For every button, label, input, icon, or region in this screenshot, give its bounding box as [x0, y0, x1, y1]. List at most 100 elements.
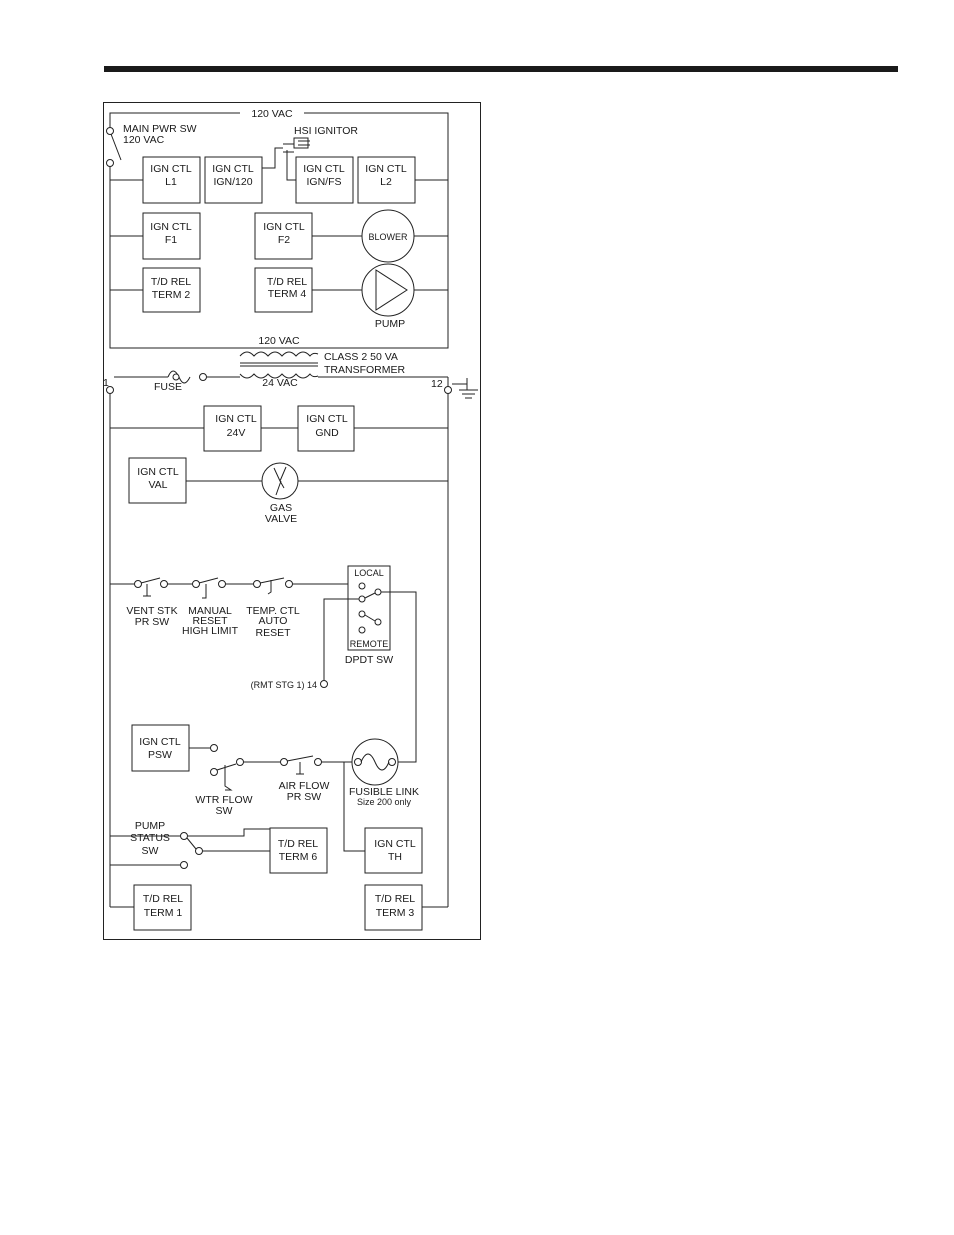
svg-text:VALVE: VALVE — [265, 513, 297, 525]
ign-ctl-ignfs-box: IGN CTL IGN/FS — [295, 156, 354, 204]
svg-text:L2: L2 — [380, 176, 392, 188]
secondary-coil-icon — [239, 373, 319, 379]
ign-ctl-psw-box: IGN CTL PSW — [131, 724, 190, 772]
svg-text:STATUS: STATUS — [130, 832, 170, 844]
svg-text:HIGH LIMIT: HIGH LIMIT — [182, 625, 239, 637]
high-voltage-section: 120 VAC MAIN PWR SW 120 VAC HSI IGNITOR … — [106, 108, 449, 349]
transformer: 120 VAC 24 VAC CLASS 2 50 VA TRANSFORMER — [239, 335, 406, 389]
svg-text:IGN CTL: IGN CTL — [215, 413, 257, 425]
svg-text:SW: SW — [142, 845, 159, 857]
svg-text:IGN CTL: IGN CTL — [263, 221, 305, 233]
svg-text:IGN CTL: IGN CTL — [139, 736, 181, 748]
svg-text:FUSIBLE LINK: FUSIBLE LINK — [349, 786, 419, 798]
svg-text:IGN CTL: IGN CTL — [303, 163, 345, 175]
svg-text:TERM 3: TERM 3 — [376, 907, 415, 919]
blower-motor: BLOWER — [361, 209, 415, 263]
svg-text:F1: F1 — [165, 234, 177, 246]
svg-text:24V: 24V — [227, 427, 246, 439]
pump-motor: PUMP — [361, 263, 415, 330]
svg-text:PUMP: PUMP — [375, 318, 405, 330]
svg-text:TERM 4: TERM 4 — [268, 288, 307, 300]
dpdt-local-remote-switch: LOCAL REMOTE DPDT SW — [345, 565, 393, 666]
remote-stage-terminal — [320, 680, 328, 688]
svg-text:LOCAL: LOCAL — [354, 568, 384, 578]
svg-text:T/D REL: T/D REL — [375, 893, 415, 905]
svg-text:TERM 1: TERM 1 — [144, 907, 183, 919]
dpdt-switch-label: DPDT SW — [345, 654, 393, 666]
svg-text:BLOWER: BLOWER — [368, 232, 408, 242]
ign-ctl-th-box: IGN CTL TH — [364, 827, 423, 874]
pump-status-switch: PUMP STATUS SW — [130, 820, 203, 869]
hsi-ignitor-label: HSI IGNITOR — [294, 125, 358, 137]
svg-text:T/D REL: T/D REL — [143, 893, 183, 905]
ign-ctl-val-box: IGN CTL VAL — [128, 457, 187, 504]
svg-text:TERM 2: TERM 2 — [152, 289, 191, 301]
svg-text:T/D REL: T/D REL — [151, 276, 191, 288]
water-flow-switch: WTR FLOW SW — [195, 758, 253, 817]
transformer-rating: CLASS 2 50 VA — [324, 351, 398, 363]
air-flow-pressure-switch: AIR FLOW PR SW — [279, 755, 330, 803]
transformer-secondary-label: 24 VAC — [262, 377, 298, 389]
hsi-ignitor-icon — [293, 137, 309, 149]
td-rel-term1-box: T/D REL TERM 1 — [133, 884, 192, 931]
header-rule — [104, 66, 898, 72]
svg-text:GND: GND — [315, 427, 339, 439]
svg-text:TH: TH — [388, 851, 402, 863]
ground-icon — [452, 378, 478, 399]
svg-text:VAL: VAL — [148, 479, 167, 491]
main-switch-voltage: 120 VAC — [123, 134, 165, 146]
td-rel-term2-box: T/D REL TERM 2 — [142, 267, 201, 313]
main-power-switch-blade — [110, 133, 122, 161]
main-switch-terminal — [106, 127, 114, 135]
main-switch-label: MAIN PWR SW — [123, 123, 197, 135]
svg-text:RESET: RESET — [255, 627, 291, 639]
svg-text:AUTO: AUTO — [259, 615, 288, 627]
transformer-name: TRANSFORMER — [324, 364, 406, 376]
svg-text:AIR FLOW: AIR FLOW — [279, 780, 330, 792]
td-rel-term6-box: T/D REL TERM 6 — [269, 827, 328, 874]
terminal-12 — [444, 386, 452, 394]
low-voltage-section: 1 12 FUSE IGN CTL 24V IGN CTL GND — [103, 370, 478, 931]
svg-text:IGN CTL: IGN CTL — [212, 163, 254, 175]
svg-text:IGN CTL: IGN CTL — [150, 163, 192, 175]
svg-text:TERM 6: TERM 6 — [279, 851, 318, 863]
svg-text:IGN CTL: IGN CTL — [306, 413, 348, 425]
ign-ctl-ign120-box: IGN CTL IGN/120 — [204, 156, 263, 204]
ign-ctl-24v-box: IGN CTL 24V — [203, 405, 262, 452]
fusible-link: FUSIBLE LINK Size 200 only — [349, 738, 419, 807]
svg-text:IGN CTL: IGN CTL — [137, 466, 179, 478]
terminal-1-label: 1 — [103, 377, 109, 389]
temp-control-auto-reset-switch: TEMP. CTL AUTO RESET — [246, 577, 300, 639]
svg-text:VENT STK: VENT STK — [126, 605, 177, 617]
terminal-1 — [106, 386, 114, 394]
svg-text:IGN CTL: IGN CTL — [150, 221, 192, 233]
svg-text:RESET: RESET — [192, 615, 228, 627]
svg-text:T/D REL: T/D REL — [278, 838, 318, 850]
svg-text:MANUAL: MANUAL — [188, 605, 232, 617]
transformer-primary-label: 120 VAC — [258, 335, 300, 347]
svg-text:TEMP. CTL: TEMP. CTL — [246, 605, 300, 617]
svg-text:PR SW: PR SW — [287, 791, 322, 803]
ign-ctl-gnd-box: IGN CTL GND — [297, 405, 355, 452]
main-switch-terminal — [106, 159, 114, 167]
svg-text:PUMP: PUMP — [135, 820, 165, 832]
svg-text:T/D REL: T/D REL — [267, 276, 307, 288]
remote-terminal-label: (RMT STG 1) 14 — [251, 680, 317, 690]
primary-coil-icon — [239, 351, 319, 357]
svg-text:GAS: GAS — [270, 502, 292, 514]
ign-ctl-l1-box: IGN CTL L1 — [142, 156, 201, 204]
svg-text:IGN CTL: IGN CTL — [365, 163, 407, 175]
svg-text:WTR FLOW: WTR FLOW — [195, 794, 252, 806]
ign-ctl-f2-box: IGN CTL F2 — [254, 212, 313, 260]
svg-text:L1: L1 — [165, 176, 177, 188]
svg-text:Size 200 only: Size 200 only — [357, 797, 412, 807]
ign-ctl-f1-box: IGN CTL F1 — [142, 212, 201, 260]
svg-text:F2: F2 — [278, 234, 290, 246]
manual-reset-high-limit-switch: MANUAL RESET HIGH LIMIT — [182, 577, 239, 637]
ign-ctl-l2-box: IGN CTL L2 — [357, 156, 416, 204]
svg-text:SW: SW — [216, 805, 233, 817]
terminal-12-label: 12 — [431, 378, 443, 390]
svg-text:PSW: PSW — [148, 749, 172, 761]
fuse-label: FUSE — [154, 381, 182, 393]
